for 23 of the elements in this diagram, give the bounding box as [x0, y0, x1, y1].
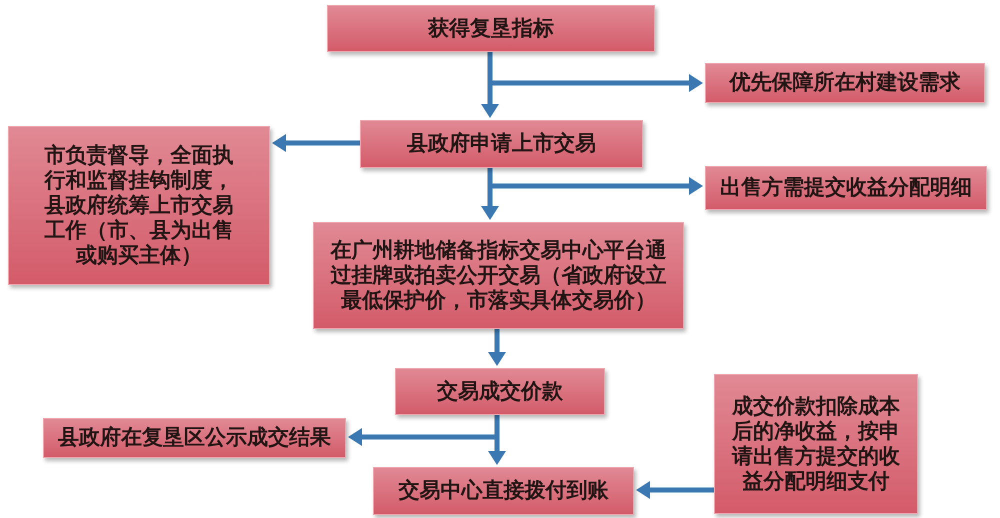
box-text: 县政府在复垦区公示成交结果 [58, 425, 331, 451]
process-box [705, 166, 987, 210]
box-text: 成交价款扣除成本后的净收益，按申请出售方提交的收益分配明细支付 [730, 394, 901, 494]
box-text: 获得复垦指标 [428, 16, 554, 42]
process-box [8, 126, 270, 285]
process-box [313, 222, 684, 329]
process-box [373, 467, 634, 515]
process-box [705, 63, 985, 103]
arrow [636, 481, 714, 499]
process-box [327, 5, 655, 52]
box-text: 出售方需提交收益分配明细 [720, 175, 972, 201]
arrow [272, 134, 360, 152]
process-box [43, 418, 346, 458]
process-box [360, 120, 643, 168]
process-box [395, 368, 605, 415]
process-box [714, 374, 918, 514]
box-text: 在广州耕地储备指标交易中心平台通过挂牌或拍卖公开交易（省政府设立最低保护价，市落实具体交易价） [329, 238, 668, 314]
box-text: 市负责督导，全面执行和监督挂钩制度，县政府统筹上市交易工作（市、县为出售或购买主体） [43, 142, 234, 268]
box-text: 县政府申请上市交易 [407, 131, 596, 157]
arrow [488, 329, 506, 366]
box-text: 优先保障所在村建设需求 [730, 70, 960, 96]
box-text: 交易成交价款 [437, 378, 563, 404]
box-text: 交易中心直接拨付到账 [398, 478, 608, 504]
